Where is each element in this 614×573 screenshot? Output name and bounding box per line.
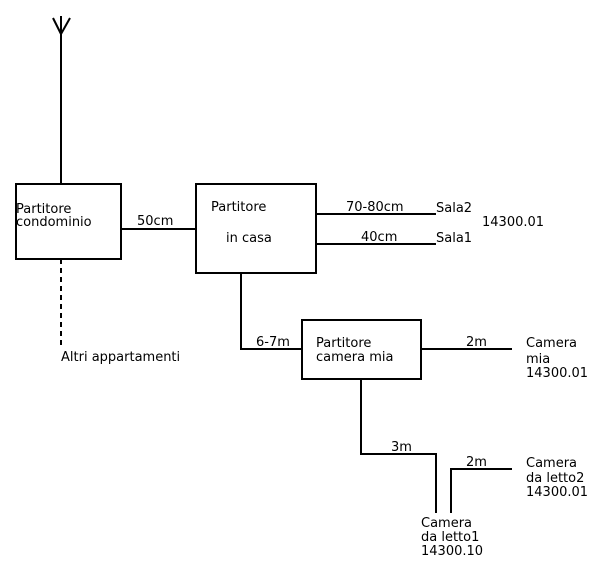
splitter-condominio-box: [15, 183, 122, 260]
length-2m-letto2: 2m: [466, 455, 487, 470]
cable-casa-camera-mia: [240, 273, 302, 350]
camera-mia-splitter-label-2: camera mia: [316, 350, 394, 365]
antenna-icon: [52, 16, 71, 184]
letto1-label-1: Camera: [421, 516, 473, 531]
length-2m-camera-mia: 2m: [466, 335, 487, 350]
letto1-label-2: da letto1: [421, 530, 480, 545]
casa-label-1: Partitore: [211, 200, 267, 215]
casa-label-2: in casa: [226, 231, 272, 246]
letto2-label-2: da letto2: [526, 471, 585, 486]
letto2-label-1: Camera: [526, 456, 578, 471]
splitter-casa-box: [195, 183, 317, 274]
letto1-code: 14300.10: [421, 544, 484, 559]
sala1-label: Sala1: [436, 231, 473, 246]
cable-letto2: [450, 468, 512, 513]
length-40cm: 40cm: [361, 230, 398, 245]
condominio-label-2: condominio: [16, 215, 92, 230]
length-3m: 3m: [391, 440, 412, 455]
camera-mia-code: 14300.01: [526, 366, 589, 381]
condominio-label-1: Partitore: [16, 202, 72, 217]
camera-mia-label-2: mia: [526, 352, 551, 367]
cable-letto1: [360, 379, 437, 513]
length-70-80cm: 70-80cm: [346, 200, 404, 215]
length-50cm: 50cm: [137, 214, 174, 229]
camera-mia-splitter-label-1: Partitore: [316, 336, 372, 351]
length-6-7m: 6-7m: [256, 335, 290, 350]
letto2-code: 14300.01: [526, 485, 589, 500]
sala2-label: Sala2: [436, 201, 473, 216]
other-apartments-label: Altri appartamenti: [61, 350, 181, 365]
sala-code-label: 14300.01: [482, 215, 545, 230]
camera-mia-label-1: Camera: [526, 336, 578, 351]
